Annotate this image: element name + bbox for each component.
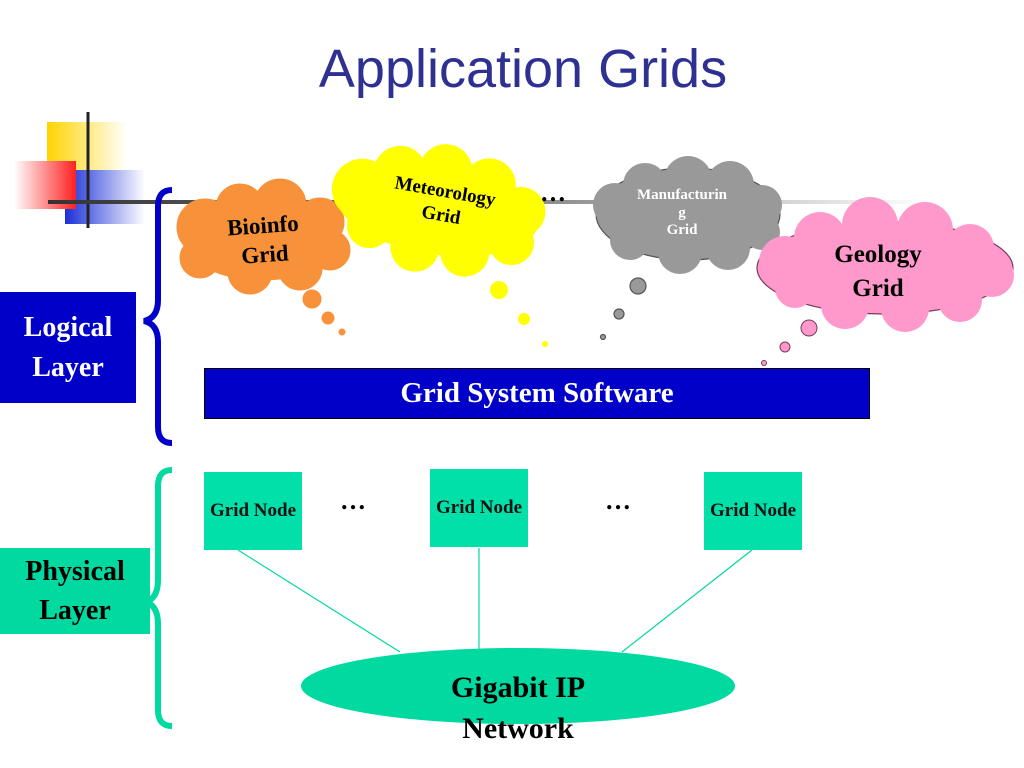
- cloud-ellipsis: …: [540, 178, 568, 207]
- physical-layer-label: Physical Layer: [0, 548, 150, 634]
- logical-layer-label: Logical Layer: [0, 292, 136, 403]
- grid-node: Grid Node: [204, 472, 302, 550]
- geology-cloud-label: Geology Grid: [834, 241, 922, 302]
- grid-system-software-bar: Grid System Software: [204, 368, 870, 419]
- bioinfo-cloud: [176, 178, 351, 336]
- grid-node: Grid Node: [430, 469, 528, 547]
- node-ellipsis: …: [340, 486, 368, 515]
- decorative-logo: [14, 112, 145, 228]
- manufacturing-cloud-label: Manufacturin g Grid: [637, 187, 727, 239]
- meteorology-cloud: [331, 144, 546, 277]
- bioinfo-cloud-label: Bioinfo Grid: [226, 210, 300, 269]
- geology-bubbles: [761, 319, 818, 366]
- grid-node: Grid Node: [704, 472, 802, 550]
- network-ellipse: [301, 648, 735, 724]
- page-title: Application Grids: [318, 39, 728, 99]
- meteorology-bubbles: [490, 281, 548, 347]
- network-label: Gigabit IP Network: [450, 671, 586, 745]
- manufacturing-bubbles: [599, 277, 647, 341]
- logical-brace: [143, 187, 173, 446]
- network-links: [237, 548, 753, 653]
- node-ellipsis: …: [605, 486, 633, 515]
